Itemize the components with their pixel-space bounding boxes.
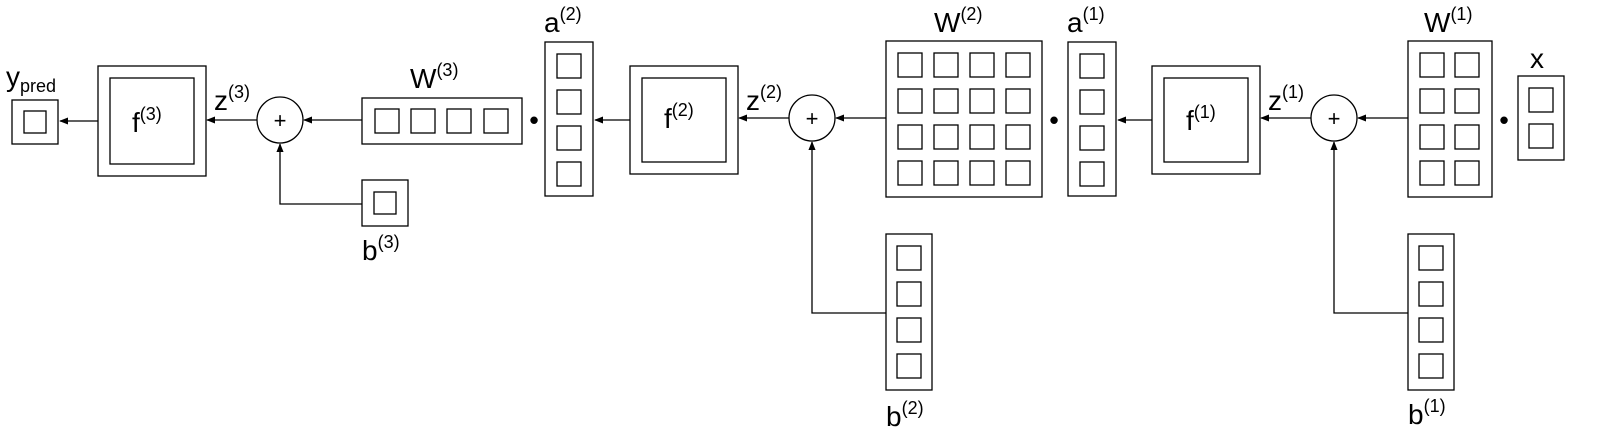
f3-activation-block xyxy=(97,65,207,177)
x-label: x xyxy=(1530,43,1544,74)
b3-label: b(3) xyxy=(362,232,400,266)
z1-label: z(1) xyxy=(1268,82,1304,116)
b2-bias xyxy=(885,233,933,391)
f2-label: f(2) xyxy=(664,100,694,134)
b3-bias xyxy=(361,179,409,227)
sum-node-1-plus: + xyxy=(1328,106,1341,131)
w2-label: W(2) xyxy=(934,4,982,38)
y-pred-label: ypred xyxy=(6,61,56,96)
x-input-vector xyxy=(1517,75,1565,161)
a2-vector xyxy=(544,41,594,197)
w3-label: W(3) xyxy=(410,60,458,94)
w1-matrix xyxy=(1407,40,1493,198)
a1-label: a(1) xyxy=(1067,4,1105,38)
f3-label: f(3) xyxy=(132,104,162,138)
f1-label: f(1) xyxy=(1186,102,1216,136)
arrow-b1-to-sum1 xyxy=(1330,141,1408,314)
a1-vector xyxy=(1067,41,1117,197)
f2-activation-block xyxy=(629,65,739,175)
y-pred-output xyxy=(11,99,59,145)
dot-operator-1: • xyxy=(1499,105,1508,135)
b1-bias xyxy=(1407,233,1455,391)
arrow-b2-to-sum2 xyxy=(808,141,886,314)
b2-label: b(2) xyxy=(886,398,924,432)
w3-matrix xyxy=(361,97,523,145)
dot-operator-2: • xyxy=(1049,105,1058,135)
arrow-b3-to-sum3 xyxy=(276,143,362,205)
b1-label: b(1) xyxy=(1408,396,1446,430)
dot-operator-3: • xyxy=(529,105,538,135)
f1-activation-block xyxy=(1151,65,1261,175)
z3-label: z(3) xyxy=(214,82,250,116)
sum-node-3-plus: + xyxy=(274,108,287,133)
w2-matrix xyxy=(885,40,1043,198)
a2-label: a(2) xyxy=(544,4,582,38)
z2-label: z(2) xyxy=(746,82,782,116)
sum-node-2-plus: + xyxy=(806,106,819,131)
w1-label: W(1) xyxy=(1424,4,1472,38)
